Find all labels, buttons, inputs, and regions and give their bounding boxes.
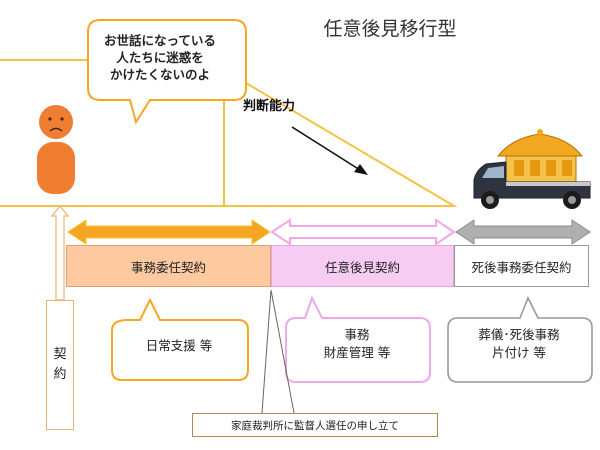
phase-arrow-pink <box>270 218 456 246</box>
contract-char-1: 契 <box>53 347 67 362</box>
callout-3-line-2: 片付け 等 <box>492 345 546 360</box>
speech-line-3: かけたくないのよ <box>109 67 210 82</box>
callout-shape-3 <box>447 296 593 383</box>
callout-daily-support: 日常支援 等 <box>114 337 244 355</box>
callout-2-line-2: 財産管理 等 <box>323 345 391 360</box>
judgment-capacity-label: 判断能力 <box>243 99 296 114</box>
segment-administrative-delegation: 事務委任契約 <box>66 245 271 287</box>
callout-1-line-1: 日常支援 等 <box>145 338 213 353</box>
contract-char-2: 約 <box>53 367 67 382</box>
speech-bubble-shape <box>87 19 247 125</box>
phase-arrow-orange <box>67 219 271 245</box>
callout-funeral-affairs: 葬儀･死後事務 片付け 等 <box>450 326 588 362</box>
hearse-icon <box>473 129 591 209</box>
callout-2-line-1: 事務 <box>344 327 370 342</box>
segment-posthumous-affairs: 死後事務委任契約 <box>454 245 589 287</box>
segment-voluntary-guardianship: 任意後見契約 <box>271 245 454 287</box>
diagram-title: 任意後見移行型 <box>323 18 457 40</box>
contract-label-box: 契 約 <box>46 300 74 430</box>
decline-arrow-head <box>354 164 368 175</box>
callout-shape-1 <box>111 297 249 381</box>
court-pointer-left <box>261 289 272 414</box>
court-pointer-right <box>270 289 295 414</box>
phase-arrow-gray <box>455 219 591 245</box>
callout-shape-2 <box>285 295 431 383</box>
callout-3-line-1: 葬儀･死後事務 <box>478 327 560 342</box>
judgment-triangle <box>223 68 458 207</box>
speech-line-1: お世話になっている <box>104 33 216 48</box>
callout-asset-management: 事務 財産管理 等 <box>288 326 426 362</box>
decline-arrow <box>291 126 361 171</box>
speech-line-2: 人たちに迷惑を <box>116 50 204 65</box>
speech-bubble-text: お世話になっている 人たちに迷惑を かけたくないのよ <box>96 32 224 83</box>
sad-person-icon <box>37 105 75 194</box>
court-petition-note: 家庭裁判所に監督人選任の申し立て <box>192 413 438 437</box>
